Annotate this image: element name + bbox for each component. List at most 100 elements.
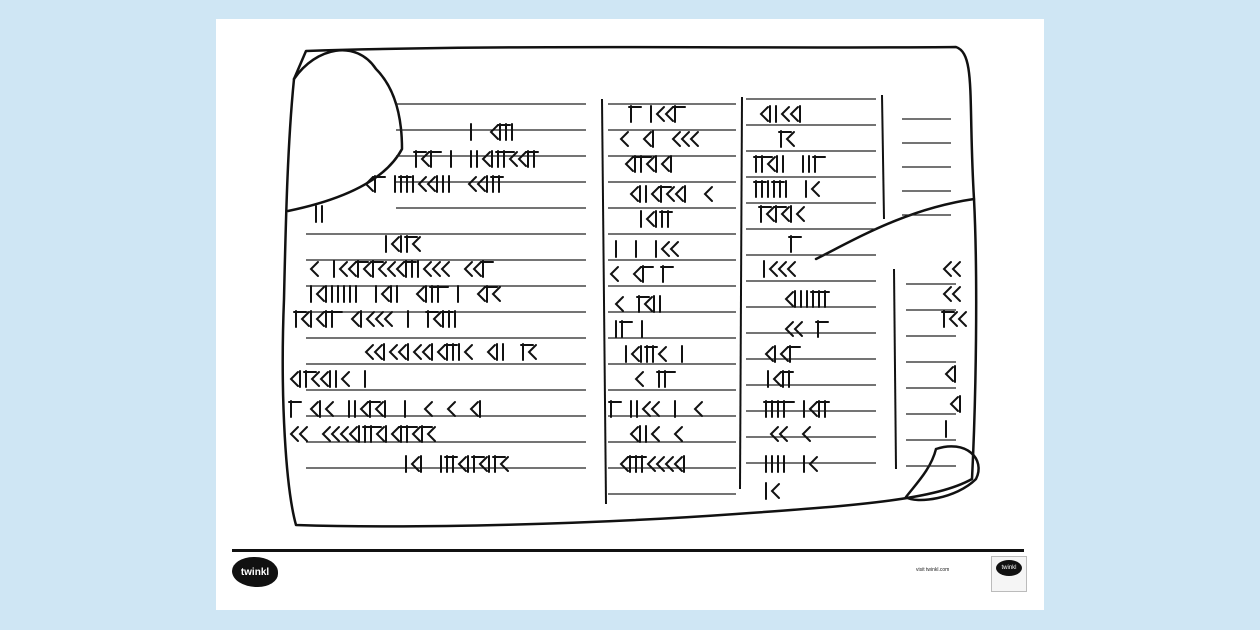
wedge-glyph [778,426,788,442]
wedge-glyph [785,131,795,147]
footer-url: visit twinkl.com [916,567,950,573]
wedge-glyph [315,286,325,302]
coloring-sheet: twinkl visit twinkl.com twinkl [216,19,1044,610]
wedge-glyph [489,124,499,140]
wedge-glyph [380,286,390,302]
column-divider [739,96,743,490]
wedge-glyph [364,176,374,192]
wedge-glyph [348,426,358,442]
wedge-glyph [467,176,477,192]
wedge-glyph [319,371,329,387]
wedge-glyph [629,186,639,202]
wedge-glyph [634,371,644,387]
wedge-glyph [476,176,486,192]
wedge-glyph [619,131,629,147]
wedge-glyph [374,401,384,417]
wedge-glyph [770,483,780,499]
wedge-glyph [446,401,456,417]
wedge-glyph [645,156,655,172]
wedge-glyph [421,344,431,360]
wedge-glyph [315,311,325,327]
wedge-glyph [614,296,624,312]
wedge-glyph [609,266,619,282]
wedge-glyph [499,456,509,472]
column-divider [881,94,885,220]
wedge-glyph [664,106,674,122]
wedge-glyph [339,426,349,442]
wedge-glyph [330,426,340,442]
wedge-glyph [784,321,794,337]
wedge-glyph [298,426,308,442]
wedge-glyph [772,371,782,387]
wedge-glyph [948,311,958,327]
wedge-glyph [373,344,383,360]
wedge-glyph [415,286,425,302]
wedge-glyph [486,344,496,360]
wedge-glyph [703,186,713,202]
wedge-glyph [655,456,665,472]
wedge-glyph [411,426,421,442]
wedge-glyph [957,311,967,327]
wedge-glyph [768,261,778,277]
wedge-glyph [780,206,790,222]
wedge-glyph [364,344,374,360]
wedge-glyph [646,456,656,472]
wedge-glyph [362,261,372,277]
wedge-glyph [390,236,400,252]
wedge-glyph [630,346,640,362]
wedge-glyph [476,286,486,302]
wedge-glyph [669,241,679,257]
wedge-glyph [481,151,491,167]
wedge-glyph [422,261,432,277]
wedge-glyph [769,426,779,442]
wedge-glyph [347,261,357,277]
wedge-glyph [517,151,527,167]
wedge-glyph [650,426,660,442]
cuneiform-tablet-illustration [281,45,980,528]
wedge-glyph [632,266,642,282]
wedge-glyph [377,261,387,277]
tablet-fold-right [814,197,976,261]
wedge-glyph [673,456,683,472]
wedge-glyph [680,131,690,147]
wedge-glyph [759,106,769,122]
wedge-glyph [942,286,952,302]
wedge-glyph [642,131,652,147]
wedge-glyph [801,426,811,442]
wedge-glyph [793,321,803,337]
wedge-glyph [789,106,799,122]
wedge-glyph [338,261,348,277]
wedge-glyph [359,401,369,417]
wedge-glyph [411,236,421,252]
wedge-glyph [643,296,653,312]
wedge-glyph [766,156,776,172]
wedge-glyph [508,151,518,167]
wedge-glyph [660,156,670,172]
tablet-curl-bottom-right [904,445,980,502]
wedge-glyph [321,426,331,442]
wedge-glyph [388,344,398,360]
wedge-glyph [386,261,396,277]
wedge-glyph [944,366,954,382]
wedge-glyph [527,344,537,360]
wedge-glyph [624,156,634,172]
footer-divider [232,549,1024,552]
wedge-glyph [491,286,501,302]
wedge-glyph [660,241,670,257]
wedge-glyph [645,211,655,227]
wedge-glyph [350,311,360,327]
badge-logo: twinkl [996,560,1022,576]
wedge-glyph [784,291,794,307]
wedge-glyph [472,261,482,277]
wedge-glyph [426,426,436,442]
wedge-glyph [655,106,665,122]
wedge-glyph [641,401,651,417]
wedge-glyph [463,344,473,360]
wedge-glyph [436,344,446,360]
wedge-glyph [390,426,400,442]
wedge-glyph [629,426,639,442]
wedge-glyph [780,106,790,122]
wedge-glyph [383,311,393,327]
wedge-glyph [432,311,442,327]
wedge-glyph [412,344,422,360]
